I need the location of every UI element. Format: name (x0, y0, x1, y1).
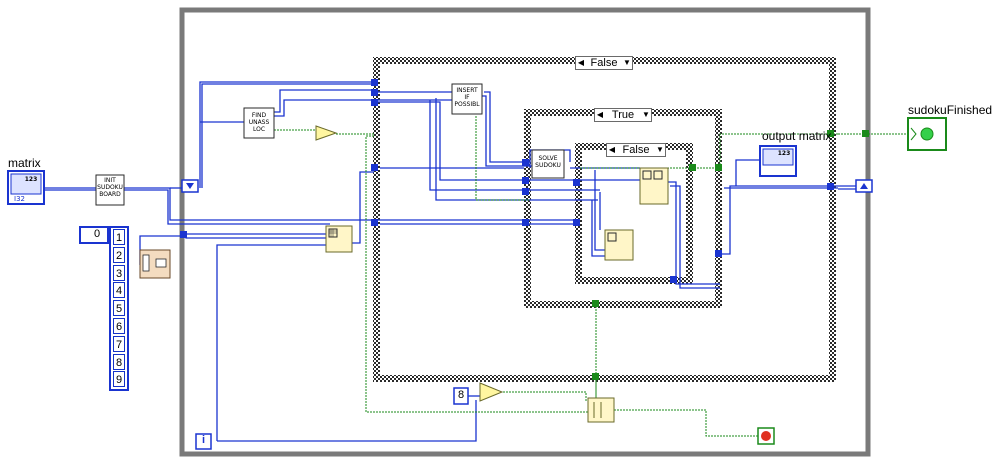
find-line-1: FIND (251, 112, 267, 119)
sudoku-finished-indicator[interactable] (907, 117, 947, 151)
array-element[interactable]: 4 (113, 282, 125, 299)
array-element[interactable]: 2 (113, 246, 125, 263)
case-prev-arrow-icon[interactable]: ◀ (608, 145, 616, 154)
find-line-2: UNASS (248, 119, 270, 126)
insert-subvi-text: INSERT IF POSSIBL (452, 87, 482, 108)
insert-line-2: IF (464, 94, 470, 101)
init-subvi-text: INIT SUDOKU BOARD (96, 177, 124, 198)
array-element[interactable]: 6 (113, 318, 125, 334)
insert-line-3: POSSIBL (454, 101, 480, 108)
tunnels (180, 79, 869, 380)
sudoku-finished-label: sudokuFinished (908, 103, 993, 117)
case-next-dropdown-icon[interactable]: ▼ (642, 110, 650, 119)
equal-function[interactable] (479, 382, 504, 402)
matrix-label: matrix (8, 156, 41, 170)
array-element[interactable]: 3 (113, 264, 125, 281)
index-array-function-2[interactable] (604, 229, 634, 261)
init-sudoku-board-subvi[interactable] (95, 174, 125, 206)
matrix-badge: 123 (24, 176, 38, 183)
array-element[interactable]: 8 (113, 353, 125, 370)
solve-subvi-text: SOLVE SUDOKU (532, 155, 564, 169)
case-selector-outer[interactable]: ◀ False ▼ (575, 56, 633, 70)
find-subvi-text: FIND UNASS LOC (244, 112, 274, 133)
case-next-dropdown-icon[interactable]: ▼ (656, 145, 664, 154)
init-line-2: SUDOKU (97, 184, 123, 191)
case-selector-middle-value: True (611, 109, 635, 121)
array-element[interactable]: 1 (113, 229, 125, 245)
matrix-control-terminal[interactable]: I32 (7, 170, 45, 205)
shift-register-right[interactable] (855, 179, 873, 193)
case-prev-arrow-icon[interactable]: ◀ (577, 58, 585, 67)
compound-or-function[interactable] (587, 397, 615, 423)
solve-line-1: SOLVE (538, 155, 558, 162)
find-unass-loc-subvi[interactable] (243, 107, 275, 139)
case-next-dropdown-icon[interactable]: ▼ (623, 58, 631, 67)
insert-line-1: INSERT (456, 87, 478, 94)
array-element[interactable]: 7 (113, 335, 125, 352)
case-selector-inner-value: False (622, 144, 650, 156)
array-element[interactable]: 5 (113, 300, 125, 317)
solve-line-2: SUDOKU (535, 162, 561, 169)
case-selector-inner[interactable]: ◀ False ▼ (606, 143, 666, 157)
solve-sudoku-subvi[interactable] (531, 149, 565, 179)
not-function[interactable] (315, 125, 338, 141)
shift-register-left[interactable] (181, 179, 199, 193)
case-prev-arrow-icon[interactable]: ◀ (596, 110, 604, 119)
iteration-terminal (195, 433, 212, 450)
svg-text:I32: I32 (14, 195, 25, 203)
case-selector-outer-value: False (590, 57, 618, 69)
case-structure-inner[interactable] (575, 143, 693, 284)
iteration-terminal-label: i (201, 434, 206, 446)
numeric-constant-8[interactable] (453, 387, 469, 405)
replace-array-subset-function[interactable] (325, 225, 353, 253)
array-index-value[interactable]: 0 (93, 228, 101, 240)
output-matrix-label: output matrix (762, 129, 832, 143)
output-matrix-badge: 123 (777, 150, 791, 157)
numeric-constant-value[interactable]: 8 (457, 389, 465, 401)
array-to-cluster-function[interactable] (139, 249, 171, 279)
case-selector-middle[interactable]: ◀ True ▼ (594, 108, 652, 122)
index-array-function-1[interactable] (639, 167, 669, 205)
output-matrix-indicator[interactable] (759, 145, 797, 177)
insert-if-possible-subvi[interactable] (451, 83, 483, 115)
find-line-3: LOC (252, 126, 266, 133)
loop-condition-stop[interactable] (757, 427, 775, 445)
array-element[interactable]: 9 (113, 371, 125, 388)
init-line-3: BOARD (99, 191, 121, 198)
init-line-1: INIT (104, 177, 116, 184)
